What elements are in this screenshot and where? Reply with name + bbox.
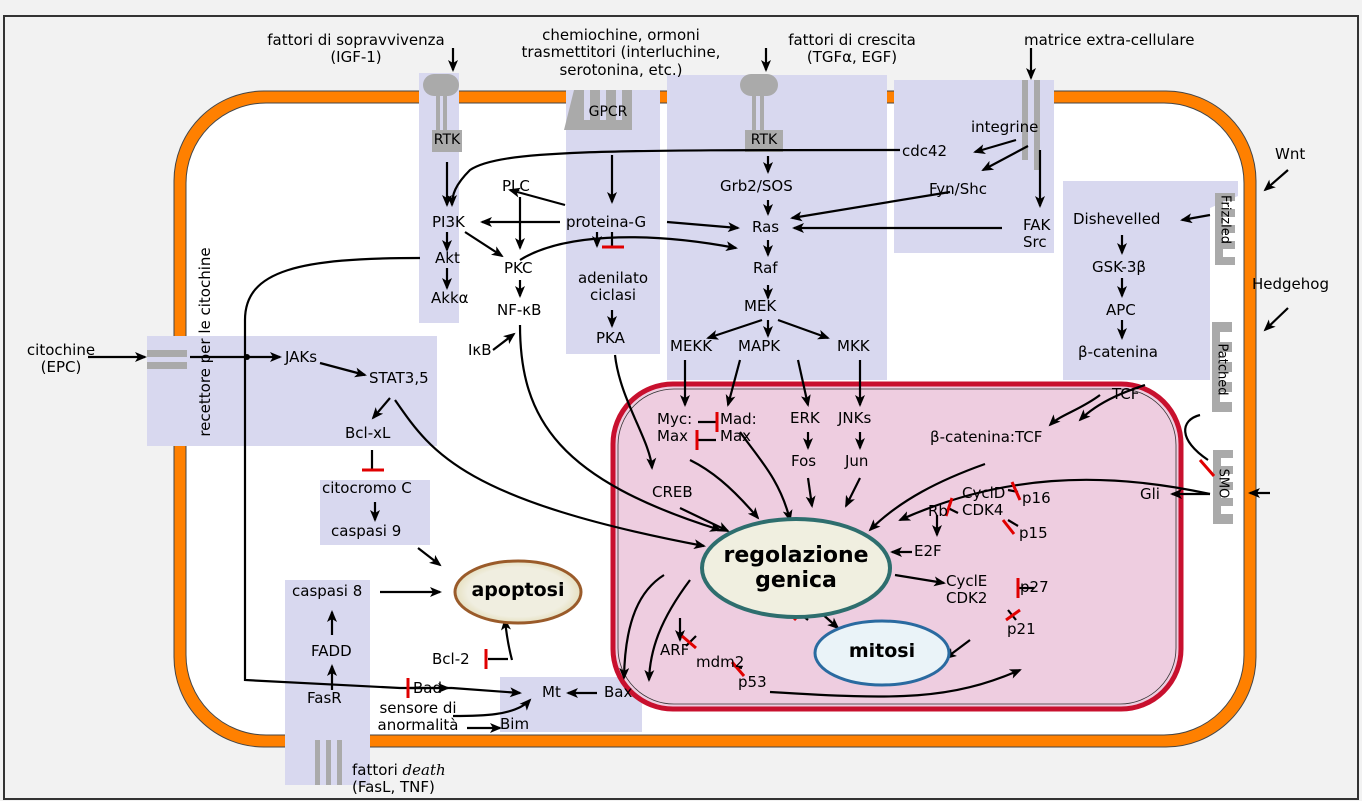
node-bim: Bim [500, 715, 530, 733]
activation-arrows [88, 48, 1289, 733]
node-e2f: E2F [914, 542, 942, 560]
smo-label: SMO [1215, 468, 1231, 499]
node-dishevelled: Dishevelled [1073, 210, 1161, 228]
node-arf: ARF [660, 641, 690, 659]
node-adenilato: adenilato ciclasi [577, 269, 649, 305]
integrine-label: integrine [971, 118, 1039, 136]
node-p21: p21 [1007, 620, 1036, 638]
node-rb: Rb [928, 502, 948, 520]
node-p53: p53 [738, 673, 767, 691]
node-stat: STAT3,5 [369, 369, 429, 387]
growth-factors-label: fattori di crescita (TGFα, EGF) [788, 31, 916, 67]
node-plc: PLC [502, 177, 530, 195]
node-bcatenina: β-catenina [1078, 343, 1158, 361]
node-p27: p27 [1020, 578, 1049, 596]
gpcr-label: GPCR [588, 104, 628, 120]
node-bcat-tcf: β-catenina:TCF [930, 428, 1043, 446]
node-akt: Akt [435, 249, 460, 267]
receptor-shapes [147, 74, 1235, 785]
node-jun: Jun [845, 452, 869, 470]
node-gli: Gli [1140, 485, 1160, 503]
node-cycle: CyclE CDK2 [946, 572, 988, 608]
node-mad: Mad: Max [720, 410, 757, 446]
node-cycld: CyclD CDK4 [962, 484, 1006, 520]
node-proteina-g: proteina-G [566, 213, 647, 231]
node-bad: Bad [413, 679, 443, 697]
node-fasr-text: FasR [307, 689, 342, 707]
survival-factors-label: fattori di sopravvivenza (IGF-1) [267, 31, 445, 67]
cytokine-receptor-label: recettore per le citochine [196, 247, 214, 437]
node-bax: Bax [604, 683, 633, 701]
node-mdm2: mdm2 [696, 653, 745, 671]
node-fos: Fos [791, 452, 817, 470]
node-caspasi9: caspasi 9 [331, 522, 402, 540]
node-p16: p16 [1022, 489, 1051, 507]
node-fadd: FADD [311, 642, 352, 660]
node-pkc: PKC [504, 259, 533, 277]
node-raf: Raf [753, 259, 778, 277]
regolazione-genica-label: regolazione genica [723, 543, 869, 594]
node-mt: Mt [542, 683, 561, 701]
rtk1-label: RTK [433, 132, 461, 148]
node-mek: MEK [744, 297, 777, 315]
node-akka: Akkα [431, 289, 469, 307]
node-myc: Myc: Max [657, 410, 693, 446]
node-grb2: Grb2/SOS [720, 177, 793, 195]
death-factors-label: fattori death (FasL, TNF) [352, 761, 446, 797]
node-pi3k: PI3K [432, 213, 465, 231]
hedgehog-label: Hedgehog [1252, 275, 1329, 293]
node-apc: APC [1106, 301, 1136, 319]
node-erk: ERK [790, 409, 820, 427]
node-ikb: IκB [468, 341, 492, 359]
patched-label: Patched [1214, 343, 1230, 396]
node-citocromo: citocromo C [322, 479, 412, 497]
node-fynshc: Fyn/Shc [929, 180, 987, 198]
curved-arrows [243, 148, 1270, 718]
node-cdc42: cdc42 [902, 142, 948, 160]
apoptosi-label: apoptosi [471, 579, 565, 601]
node-pka: PKA [596, 329, 625, 347]
ecm-label: matrice extra-cellulare [1024, 31, 1195, 49]
rtk2-label: RTK [750, 132, 778, 148]
node-faksrc: FAK Src [1023, 216, 1051, 252]
node-bclxl: Bcl-xL [345, 424, 391, 442]
inhibition-bars [362, 245, 1216, 698]
node-mkk: MKK [837, 337, 870, 355]
sensor-label: sensore di anormalità [377, 699, 459, 735]
node-jaks: JAKs [285, 348, 318, 366]
node-mekk: MEKK [670, 337, 713, 355]
node-gsk3b: GSK-3β [1092, 258, 1146, 276]
chemokines-label: chemiochine, ormoni trasmettitori (inter… [521, 26, 721, 79]
wnt-label: Wnt [1275, 145, 1306, 163]
node-nfkb: NF-κB [497, 301, 542, 319]
cytokines-label: citochine (EPC) [26, 341, 96, 377]
nucleus [610, 381, 1184, 712]
node-jnks: JNKs [838, 409, 872, 427]
node-creb: CREB [652, 483, 693, 501]
mitosi-oval [813, 619, 951, 687]
node-mapk: MAPK [738, 337, 781, 355]
node-caspasi8: caspasi 8 [292, 582, 363, 600]
node-ras: Ras [752, 218, 780, 236]
regolazione-oval [700, 517, 892, 619]
frizzled-label: Frizzled [1217, 195, 1233, 244]
tcf-label: TCF [1112, 385, 1140, 403]
mitosi-label: mitosi [848, 640, 916, 662]
apoptosi-oval [453, 559, 583, 625]
node-p15: p15 [1019, 524, 1048, 542]
node-bcl2: Bcl-2 [432, 650, 470, 668]
